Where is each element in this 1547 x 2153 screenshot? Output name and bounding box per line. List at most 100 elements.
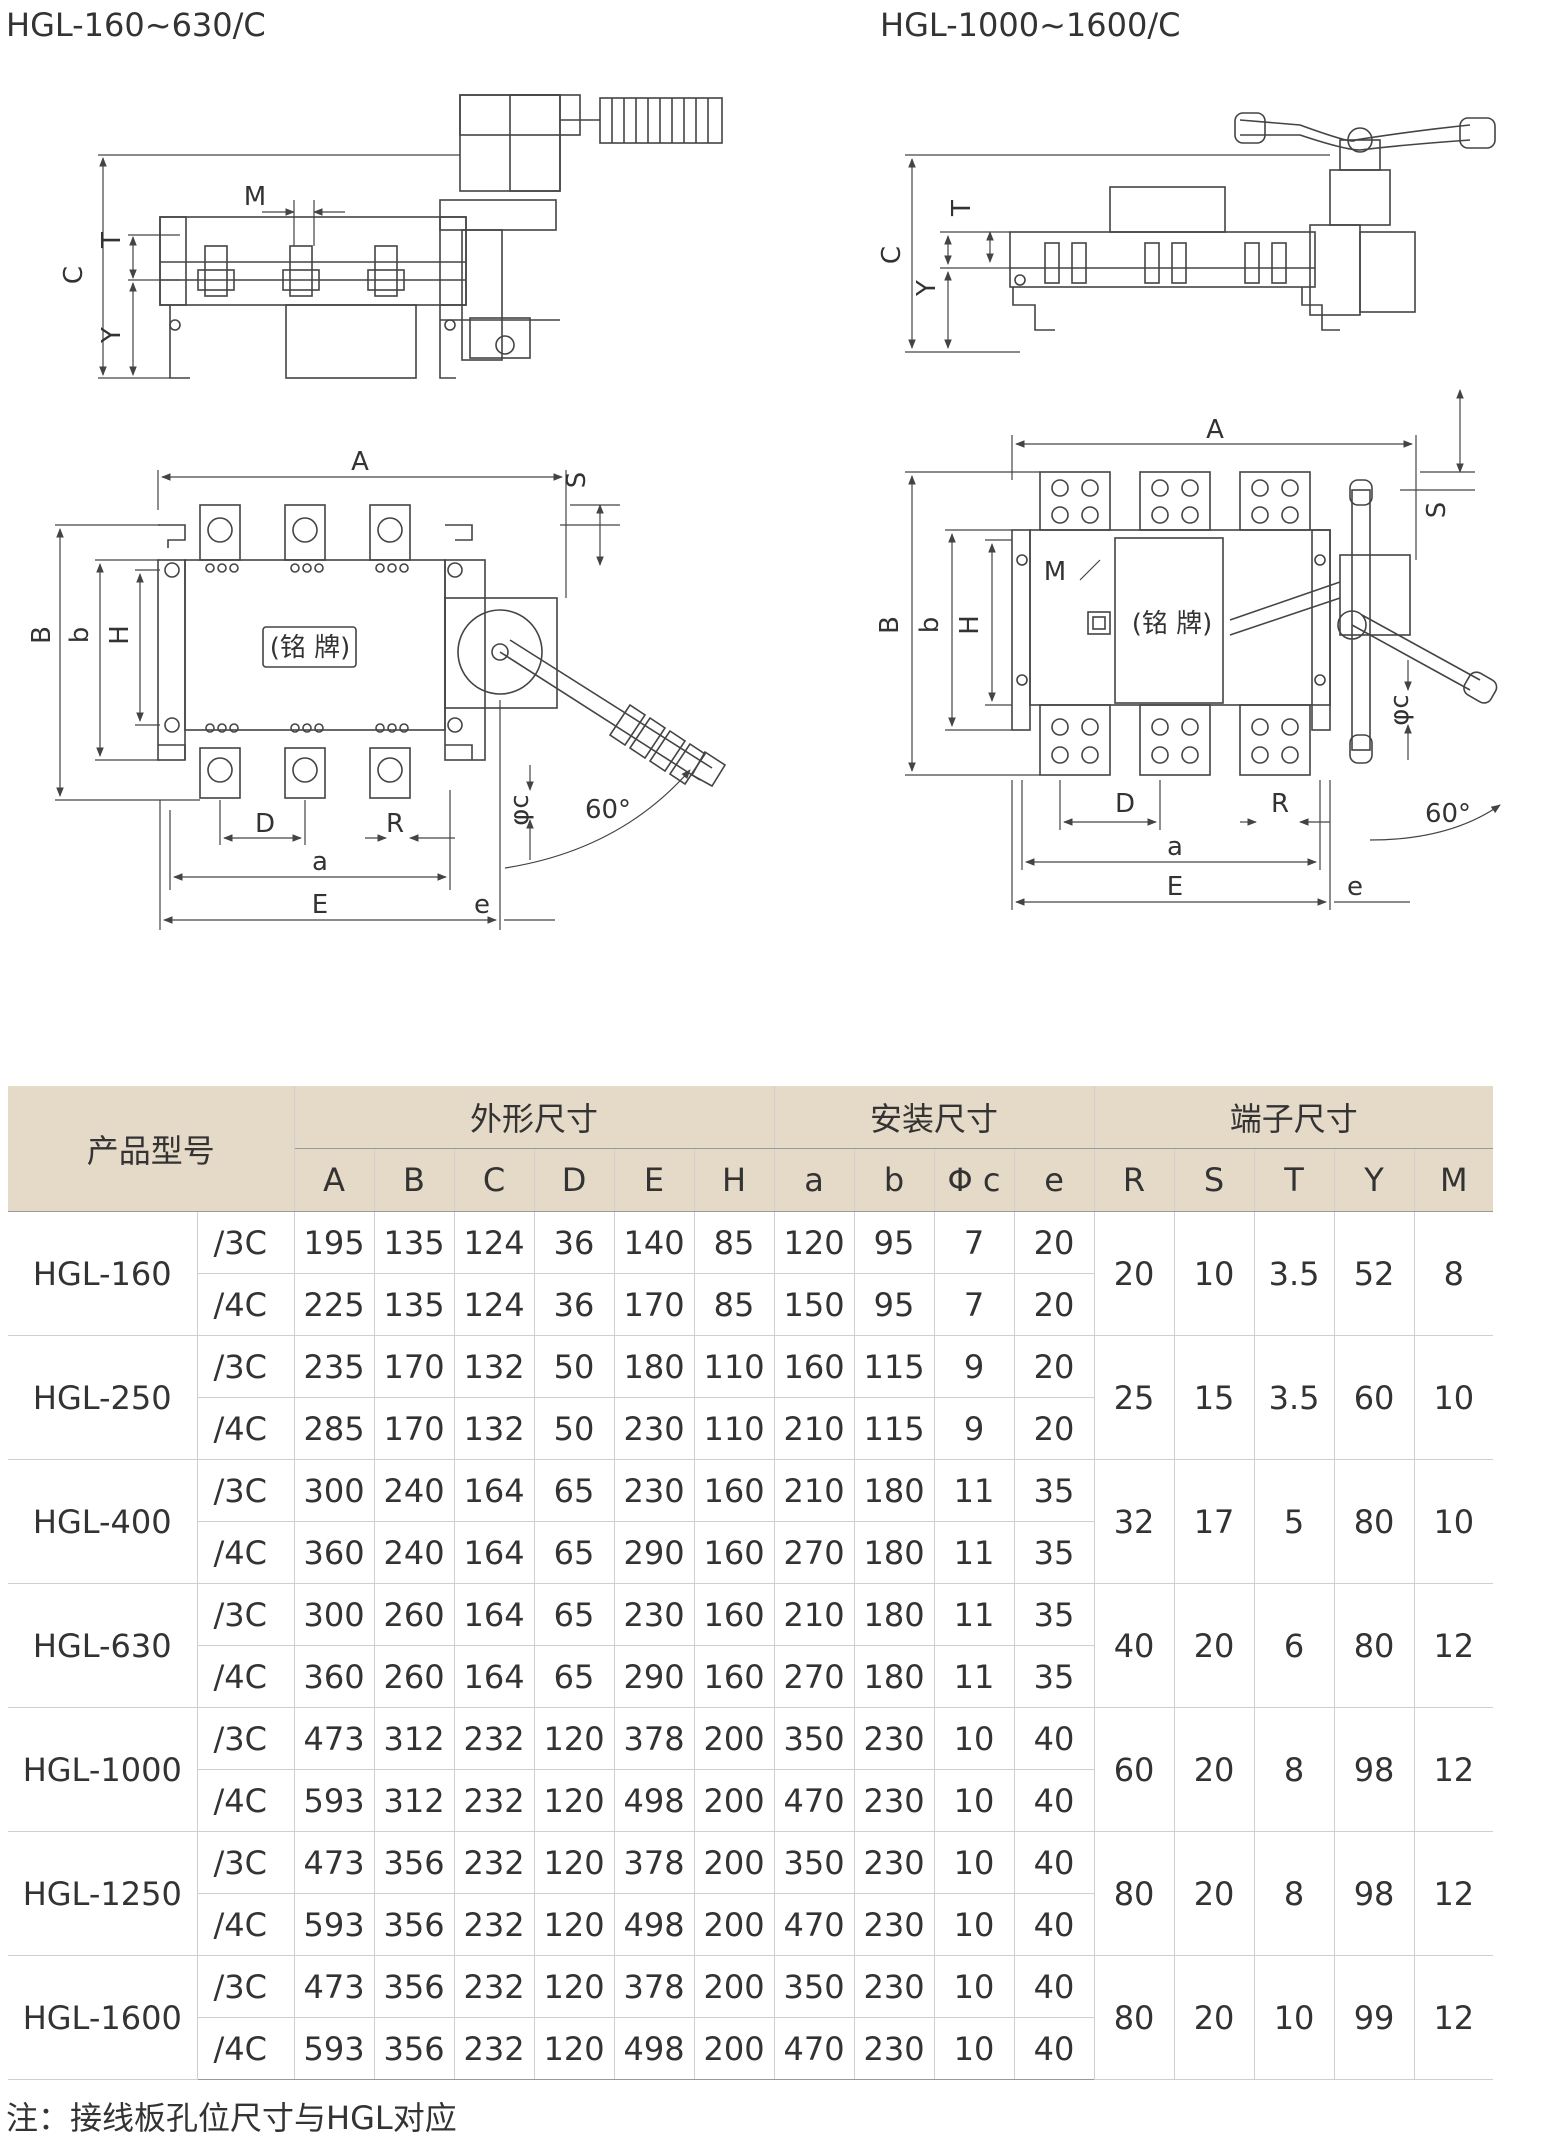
variant-cell: /3C bbox=[197, 1955, 295, 2018]
label-B: B bbox=[27, 626, 57, 644]
label-D: D bbox=[255, 809, 275, 839]
value-cell: 9 bbox=[934, 1397, 1015, 1460]
left-top-dimensions bbox=[55, 470, 691, 930]
value-cell: 240 bbox=[374, 1521, 455, 1584]
header-col: S bbox=[1174, 1148, 1255, 1212]
value-cell: 115 bbox=[854, 1397, 935, 1460]
header-model: 产品型号 bbox=[8, 1086, 295, 1212]
label-E-right: E bbox=[1167, 872, 1183, 902]
value-cell: 230 bbox=[614, 1459, 695, 1522]
value-cell: 20 bbox=[1014, 1211, 1095, 1274]
value-cell: 85 bbox=[694, 1273, 775, 1336]
value-cell: 235 bbox=[294, 1335, 375, 1398]
label-A: A bbox=[351, 447, 369, 477]
value-cell: 160 bbox=[774, 1335, 855, 1398]
label-Y-right: Y bbox=[912, 280, 942, 297]
value-cell: 135 bbox=[374, 1273, 455, 1336]
value-cell: 473 bbox=[294, 1955, 375, 2018]
terminal-value-cell: 12 bbox=[1414, 1583, 1494, 1708]
value-cell: 200 bbox=[694, 1769, 775, 1832]
value-cell: 10 bbox=[934, 1769, 1015, 1832]
value-cell: 35 bbox=[1014, 1583, 1095, 1646]
value-cell: 35 bbox=[1014, 1645, 1095, 1708]
value-cell: 40 bbox=[1014, 1769, 1095, 1832]
header-col: b bbox=[854, 1148, 935, 1212]
header-col: M bbox=[1414, 1148, 1494, 1212]
value-cell: 230 bbox=[614, 1583, 695, 1646]
nameplate-label-right: (铭 牌) bbox=[1132, 609, 1213, 639]
label-H: H bbox=[105, 625, 135, 645]
value-cell: 110 bbox=[694, 1397, 775, 1460]
left-side-dimensions bbox=[98, 154, 460, 379]
value-cell: 120 bbox=[534, 1769, 615, 1832]
value-cell: 11 bbox=[934, 1645, 1015, 1708]
model-name-cell: HGL-160 bbox=[8, 1211, 198, 1336]
label-A-right: A bbox=[1206, 415, 1224, 445]
terminal-value-cell: 98 bbox=[1334, 1831, 1415, 1956]
value-cell: 232 bbox=[454, 1893, 535, 1956]
value-cell: 160 bbox=[694, 1645, 775, 1708]
value-cell: 300 bbox=[294, 1583, 375, 1646]
value-cell: 470 bbox=[774, 2017, 855, 2080]
value-cell: 35 bbox=[1014, 1459, 1095, 1522]
header-group-mounting: 安装尺寸 bbox=[774, 1086, 1095, 1149]
terminal-value-cell: 80 bbox=[1094, 1831, 1175, 1956]
value-cell: 470 bbox=[774, 1893, 855, 1956]
value-cell: 65 bbox=[534, 1459, 615, 1522]
value-cell: 230 bbox=[614, 1397, 695, 1460]
value-cell: 593 bbox=[294, 1893, 375, 1956]
value-cell: 180 bbox=[614, 1335, 695, 1398]
value-cell: 230 bbox=[854, 1893, 935, 1956]
terminal-value-cell: 99 bbox=[1334, 1955, 1415, 2080]
label-B-right: B bbox=[875, 616, 905, 634]
value-cell: 9 bbox=[934, 1335, 1015, 1398]
header-col: R bbox=[1094, 1148, 1175, 1212]
value-cell: 356 bbox=[374, 1955, 455, 2018]
variant-cell: /4C bbox=[197, 1645, 295, 1708]
terminal-value-cell: 17 bbox=[1174, 1459, 1255, 1584]
value-cell: 40 bbox=[1014, 2017, 1095, 2080]
value-cell: 170 bbox=[614, 1273, 695, 1336]
terminal-value-cell: 6 bbox=[1254, 1583, 1335, 1708]
left-drawing-labels: C T Y M A B b H S D R a E e φc 60° (铭 牌) bbox=[27, 182, 631, 920]
value-cell: 135 bbox=[374, 1211, 455, 1274]
value-cell: 300 bbox=[294, 1459, 375, 1522]
value-cell: 210 bbox=[774, 1583, 855, 1646]
terminal-value-cell: 20 bbox=[1174, 1583, 1255, 1708]
left-top-view bbox=[157, 504, 727, 799]
value-cell: 200 bbox=[694, 1831, 775, 1894]
label-S-right: S bbox=[1422, 502, 1452, 519]
terminal-value-cell: 20 bbox=[1174, 1831, 1255, 1956]
label-M-right: M bbox=[1044, 557, 1066, 587]
value-cell: 35 bbox=[1014, 1521, 1095, 1584]
value-cell: 270 bbox=[774, 1521, 855, 1584]
terminal-value-cell: 12 bbox=[1414, 1831, 1494, 1956]
value-cell: 115 bbox=[854, 1335, 935, 1398]
value-cell: 240 bbox=[374, 1459, 455, 1522]
value-cell: 232 bbox=[454, 1769, 535, 1832]
dimension-table: 产品型号 外形尺寸 安装尺寸 端子尺寸 A B C D E H a b Φ c … bbox=[8, 1086, 1494, 2080]
value-cell: 356 bbox=[374, 1893, 455, 1956]
label-M: M bbox=[244, 182, 266, 212]
value-cell: 50 bbox=[534, 1335, 615, 1398]
value-cell: 120 bbox=[774, 1211, 855, 1274]
value-cell: 160 bbox=[694, 1459, 775, 1522]
value-cell: 593 bbox=[294, 1769, 375, 1832]
value-cell: 164 bbox=[454, 1459, 535, 1522]
value-cell: 170 bbox=[374, 1397, 455, 1460]
value-cell: 230 bbox=[854, 1955, 935, 2018]
value-cell: 120 bbox=[534, 2017, 615, 2080]
terminal-value-cell: 60 bbox=[1094, 1707, 1175, 1832]
terminal-value-cell: 10 bbox=[1174, 1211, 1255, 1336]
value-cell: 356 bbox=[374, 1831, 455, 1894]
value-cell: 65 bbox=[534, 1521, 615, 1584]
value-cell: 40 bbox=[1014, 1707, 1095, 1770]
value-cell: 378 bbox=[614, 1831, 695, 1894]
terminal-value-cell: 52 bbox=[1334, 1211, 1415, 1336]
value-cell: 140 bbox=[614, 1211, 695, 1274]
header-col: B bbox=[374, 1148, 455, 1212]
